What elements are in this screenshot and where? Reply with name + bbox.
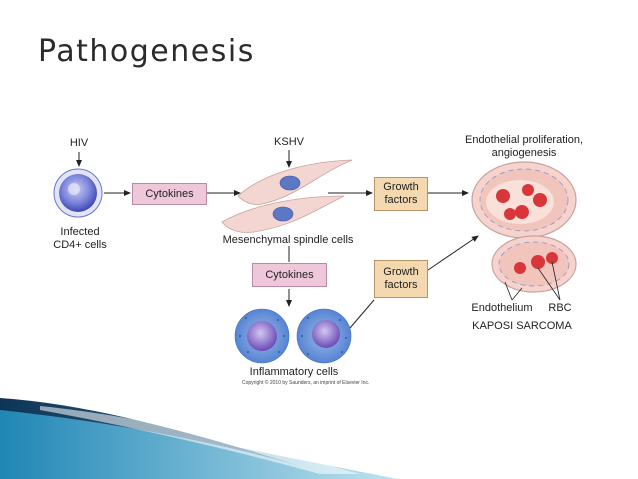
growth-factors-bottom-line2: factors bbox=[384, 279, 418, 291]
hiv-label: HIV bbox=[69, 137, 89, 149]
endothelium-label: Endothelium bbox=[471, 302, 533, 314]
cytokines-top-label: Cytokines bbox=[145, 187, 194, 200]
endothelium-pointer bbox=[504, 281, 513, 301]
inflammatory-to-growth-line bbox=[349, 299, 375, 329]
infected-cell-label: Infected CD4+ cells bbox=[44, 226, 116, 252]
inflammatory-cells-label: Inflammatory cells bbox=[249, 366, 339, 378]
copyright-text: Copyright © 2010 by Saunders, an imprint… bbox=[242, 380, 370, 386]
endothelial-label-line1: Endothelial proliferation, bbox=[464, 134, 584, 146]
rbc-pointer bbox=[537, 267, 561, 301]
endothelium-pointer-2 bbox=[511, 287, 523, 301]
cytokines-middle-box: Cytokines bbox=[252, 263, 327, 287]
growth-bottom-to-vessel-arrow bbox=[427, 235, 479, 271]
endothelial-label-line2: angiogenesis bbox=[491, 147, 557, 159]
cytokines-middle-label: Cytokines bbox=[265, 268, 314, 281]
infected-cell-label-line2: CD4+ cells bbox=[53, 239, 107, 251]
spindle-cells-label: Mesenchymal spindle cells bbox=[222, 234, 354, 246]
growth-factors-top-line1: Growth bbox=[383, 181, 419, 193]
kaposi-sarcoma-label: KAPOSI SARCOMA bbox=[472, 320, 572, 332]
growth-factors-top-line2: factors bbox=[384, 194, 418, 206]
slide-title: Pathogenesis bbox=[38, 34, 255, 69]
growth-factors-bottom-line1: Growth bbox=[383, 266, 419, 278]
spindle-cells-icon bbox=[221, 159, 353, 233]
rbc-pointer-2 bbox=[551, 261, 561, 301]
vessel-top-icon bbox=[471, 161, 577, 239]
cytokines-top-box: Cytokines bbox=[132, 183, 207, 205]
growth-factors-top-box: Growth factors bbox=[374, 177, 428, 211]
growth-factors-bottom-box: Growth factors bbox=[374, 260, 428, 298]
infected-cell-label-line1: Infected bbox=[60, 226, 100, 238]
inflammatory-cells-icon bbox=[234, 308, 352, 364]
kshv-label: KSHV bbox=[274, 136, 304, 148]
cd4-cell-icon bbox=[53, 168, 103, 218]
rbc-label: RBC bbox=[548, 302, 572, 314]
endothelial-label: Endothelial proliferation, angiogenesis bbox=[450, 134, 598, 160]
